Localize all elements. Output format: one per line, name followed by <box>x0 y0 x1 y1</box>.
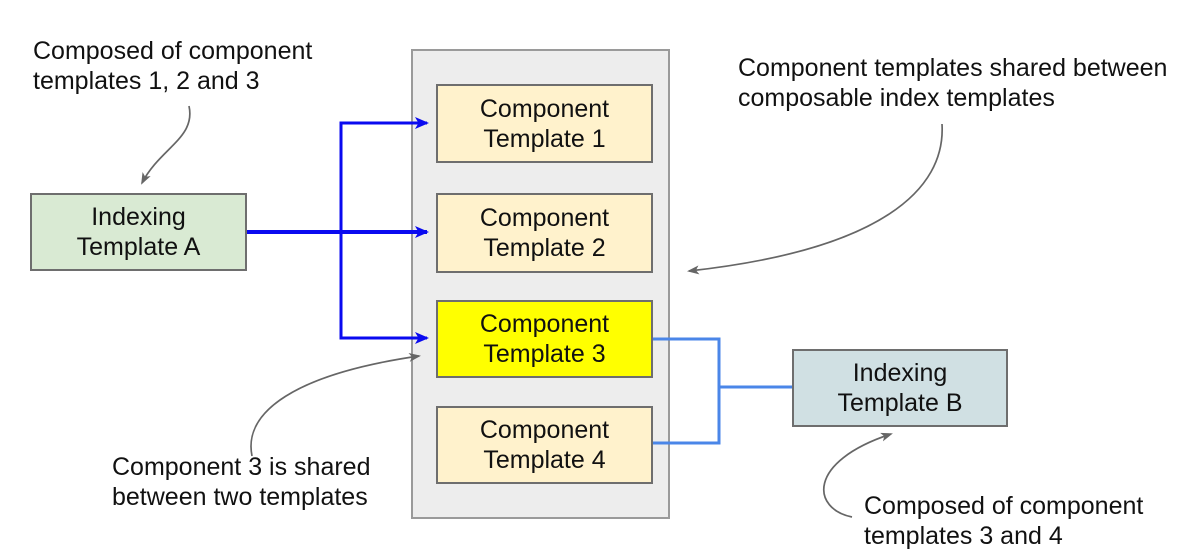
annotation-component-3-shared: Component 3 is shared between two templa… <box>112 452 370 512</box>
box-label-line: Template A <box>76 233 201 261</box>
box-label-line: Component <box>479 204 610 232</box>
annotation-line: composable index templates <box>738 84 1055 112</box>
annotation-line: templates 3 and 4 <box>864 522 1063 550</box>
annotation-line: templates 1, 2 and 3 <box>33 67 260 95</box>
box-label-line: Template 3 <box>483 340 606 368</box>
box-label-line: Indexing <box>91 203 186 231</box>
box-component-template-4: Component Template 4 <box>436 406 653 484</box>
box-component-template-1: Component Template 1 <box>436 84 653 163</box>
box-label-line: Template 1 <box>483 124 606 153</box>
box-label-line: Component <box>479 310 610 338</box>
box-label-line: Component <box>479 416 610 444</box>
box-component-template-3: Component Template 3 <box>436 300 653 378</box>
box-label-line: Indexing <box>852 359 948 387</box>
annotation-arrow-to-ct3 <box>250 352 421 457</box>
box-label-line: Template 2 <box>483 234 606 262</box>
annotation-line: Component templates shared between <box>738 54 1168 82</box>
annotation-composed-of-3-4: Composed of component templates 3 and 4 <box>864 491 1143 551</box>
annotation-line: Composed of component <box>864 492 1144 520</box>
annotation-line: Composed of component <box>33 37 313 65</box>
box-label-line: Component <box>479 94 610 123</box>
annotation-composed-of-1-2-3: Composed of component templates 1, 2 and… <box>33 36 312 96</box>
box-indexing-template-b: Indexing Template B <box>792 349 1008 427</box>
annotation-line: between two templates <box>112 483 368 511</box>
box-component-template-2: Component Template 2 <box>436 193 653 273</box>
annotation-arrow-to-container <box>687 123 943 275</box>
box-label-line: Template B <box>837 389 963 417</box>
annotation-arrow-to-template-a <box>141 105 191 185</box>
box-label-line: Template 4 <box>483 446 606 474</box>
annotation-line: Component 3 is shared <box>112 453 371 481</box>
box-indexing-template-a: Indexing Template A <box>30 193 247 271</box>
annotation-shared-between-templates: Component templates shared between compo… <box>738 53 1167 113</box>
